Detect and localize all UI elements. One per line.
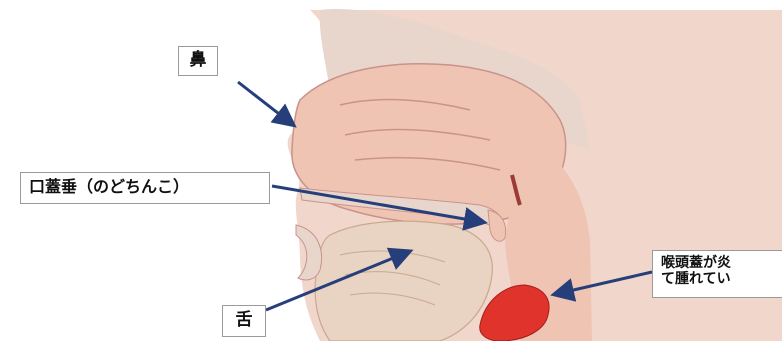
uvula-label: 口蓋垂（のどちんこ） <box>20 172 270 204</box>
epiglottis-label-line-2: て腫れてい <box>661 271 782 287</box>
tongue-label: 舌 <box>222 305 266 337</box>
tongue-shape <box>315 221 492 341</box>
nose-label: 鼻 <box>178 46 218 76</box>
epiglottis-label: 喉頭蓋が炎 て腫れてい <box>652 250 782 298</box>
nose-pointer-arrow <box>238 82 292 124</box>
epiglottis-label-line-1: 喉頭蓋が炎 <box>661 255 782 271</box>
